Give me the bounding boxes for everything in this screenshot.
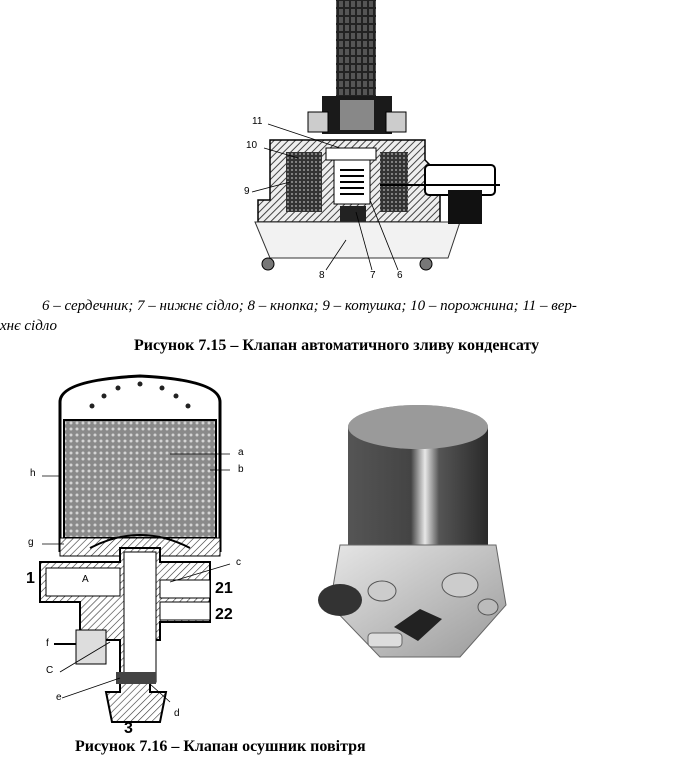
coil-right bbox=[380, 152, 408, 212]
callout-b: b bbox=[238, 464, 244, 475]
cable-harness bbox=[336, 0, 376, 96]
callout-6: 6 bbox=[397, 270, 403, 281]
figure-7-16-caption: Рисунок 7.16 – Клапан осушник повітря bbox=[75, 738, 366, 755]
legend-line-1: 6 – сердечник; 7 – нижнє сідло; 8 – кноп… bbox=[42, 298, 577, 314]
callout-9: 9 bbox=[244, 186, 250, 197]
inlet-port-1 bbox=[45, 567, 121, 597]
coil-left bbox=[286, 152, 322, 212]
callout-h: h bbox=[30, 468, 36, 479]
callout-11: 11 bbox=[252, 116, 263, 127]
callout-e: e bbox=[56, 692, 62, 703]
callout-g: g bbox=[28, 537, 34, 548]
desiccant-canister bbox=[348, 427, 488, 578]
valve-base bbox=[254, 221, 461, 259]
figure-7-15-drawing bbox=[251, 0, 500, 271]
callout-d: d bbox=[174, 708, 180, 719]
figure-7-16-section-drawing bbox=[39, 374, 231, 723]
central-channel bbox=[123, 551, 157, 683]
port-label-22: 22 bbox=[215, 606, 233, 623]
desiccant-cartridge bbox=[63, 419, 217, 539]
callout-a: a bbox=[238, 447, 244, 458]
callout-f: f bbox=[46, 638, 49, 649]
outlet-port-22 bbox=[159, 601, 211, 621]
legend-line-2: хнє сідло bbox=[0, 318, 58, 334]
outlet-port-21 bbox=[159, 579, 211, 599]
port-label-3: 3 bbox=[124, 720, 133, 737]
port-plug-left bbox=[318, 584, 362, 616]
port-label-1: 1 bbox=[26, 570, 35, 587]
callout-A: A bbox=[82, 574, 89, 585]
figure-7-16-product-illustration bbox=[318, 405, 507, 658]
outlet-nozzle bbox=[394, 609, 442, 641]
callout-10: 10 bbox=[246, 140, 258, 151]
port-label-21: 21 bbox=[215, 580, 233, 597]
cavity bbox=[325, 147, 377, 161]
figure-7-15-caption: Рисунок 7.15 – Клапан автоматичного злив… bbox=[134, 337, 540, 354]
callout-8: 8 bbox=[319, 270, 325, 281]
callout-c: c bbox=[236, 557, 241, 568]
callout-7: 7 bbox=[370, 270, 376, 281]
callout-C: C bbox=[46, 665, 54, 676]
